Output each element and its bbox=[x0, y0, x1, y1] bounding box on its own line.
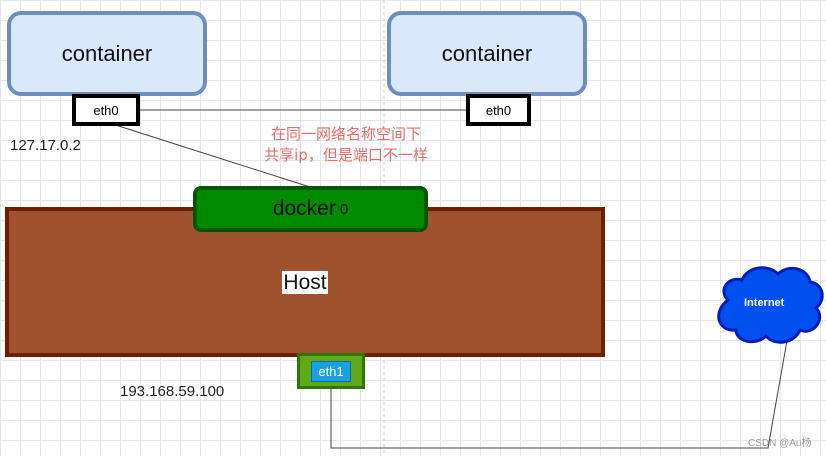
container-right-label: container bbox=[441, 40, 533, 66]
eth1-interface[interactable]: eth1 bbox=[297, 353, 365, 389]
eth0-docker-link-line bbox=[105, 121, 311, 188]
csdn-watermark: CSDN @Au杨 bbox=[748, 438, 812, 449]
container-right[interactable]: container bbox=[387, 11, 587, 96]
docker0-bridge[interactable]: docker 0 bbox=[193, 186, 428, 232]
note-line-2: 共享ip，但是端口不一样 bbox=[264, 146, 428, 164]
container-left-label: container bbox=[61, 40, 153, 66]
internet-label: Internet bbox=[744, 297, 785, 309]
eth0-right-interface[interactable]: eth0 bbox=[466, 94, 531, 126]
eth0-left-interface[interactable]: eth0 bbox=[72, 94, 140, 126]
eth0-right-label: eth0 bbox=[485, 102, 512, 118]
eth0-left-label: eth0 bbox=[93, 102, 119, 118]
shared-namespace-note: 在同一网络名称空间下 共享ip，但是端口不一样 bbox=[236, 124, 456, 166]
host-label: Host bbox=[282, 271, 328, 294]
eth1-internet-link-line bbox=[330, 334, 789, 449]
host-ip: 193.168.59.100 bbox=[120, 383, 225, 400]
note-line-1: 在同一网络名称空间下 bbox=[270, 125, 421, 143]
docker0-suffix: 0 bbox=[339, 200, 349, 218]
docker0-label: docker bbox=[272, 197, 336, 220]
internet-cloud-shape bbox=[717, 266, 824, 344]
host-label-wrapper: Host bbox=[5, 271, 605, 294]
eth1-label: eth1 bbox=[311, 360, 351, 382]
container-left[interactable]: container bbox=[7, 11, 207, 96]
container-left-ip: 127.17.0.2 bbox=[10, 137, 81, 154]
